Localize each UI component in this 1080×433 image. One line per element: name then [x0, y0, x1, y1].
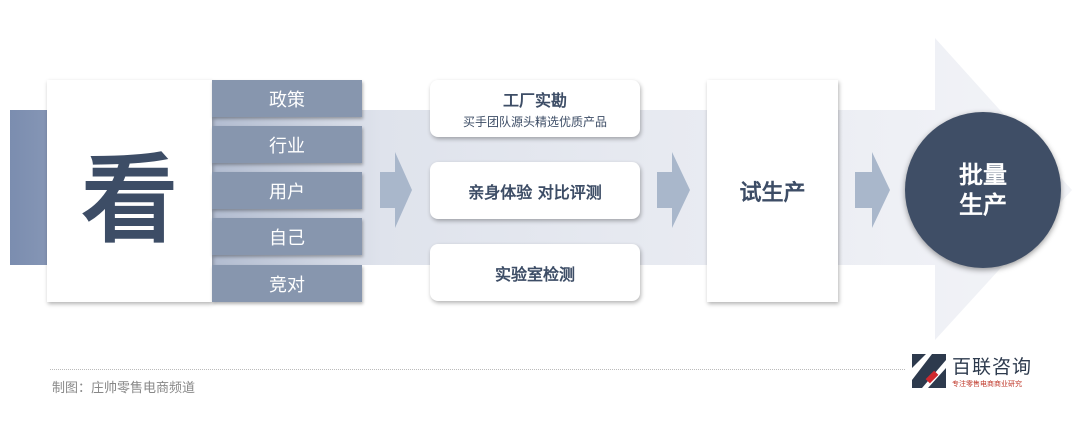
footer-divider — [50, 369, 905, 370]
tag-policy: 政策 — [212, 80, 362, 117]
tag-competitor: 竞对 — [212, 265, 362, 302]
tag-user: 用户 — [212, 172, 362, 209]
card-subtitle: 买手团队源头精选优质产品 — [462, 115, 607, 129]
card-title: 亲身体验 对比评测 — [468, 182, 602, 202]
mass-line1: 批量 — [959, 161, 1007, 189]
card-lab-test: 实验室检测 — [430, 244, 640, 301]
card-title: 工厂实勘 — [502, 91, 567, 110]
card-factory-visit: 工厂实勘 买手团队源头精选优质产品 — [430, 80, 640, 137]
logo: 百联咨询 专注零售电商商业研究 — [912, 352, 1032, 389]
card-experience: 亲身体验 对比评测 — [430, 162, 640, 219]
tag-industry: 行业 — [212, 126, 362, 163]
arrow-icon — [855, 152, 890, 228]
footer-credit: 制图：庄帅零售电商频道 — [52, 381, 196, 396]
logo-tagline: 专注零售电商商业研究 — [952, 380, 1022, 388]
logo-icon — [912, 353, 946, 388]
trial-production-box: 试生产 — [707, 80, 838, 302]
logo-name: 百联咨询 — [952, 356, 1033, 378]
look-box: 看 — [47, 80, 212, 302]
arrow-icon — [380, 152, 412, 228]
mass-line2: 生产 — [959, 191, 1007, 219]
tag-self: 自己 — [212, 218, 362, 255]
arrow-icon — [657, 152, 690, 228]
mass-production-circle: 批量 生产 — [905, 112, 1061, 268]
card-title: 实验室检测 — [494, 264, 575, 284]
